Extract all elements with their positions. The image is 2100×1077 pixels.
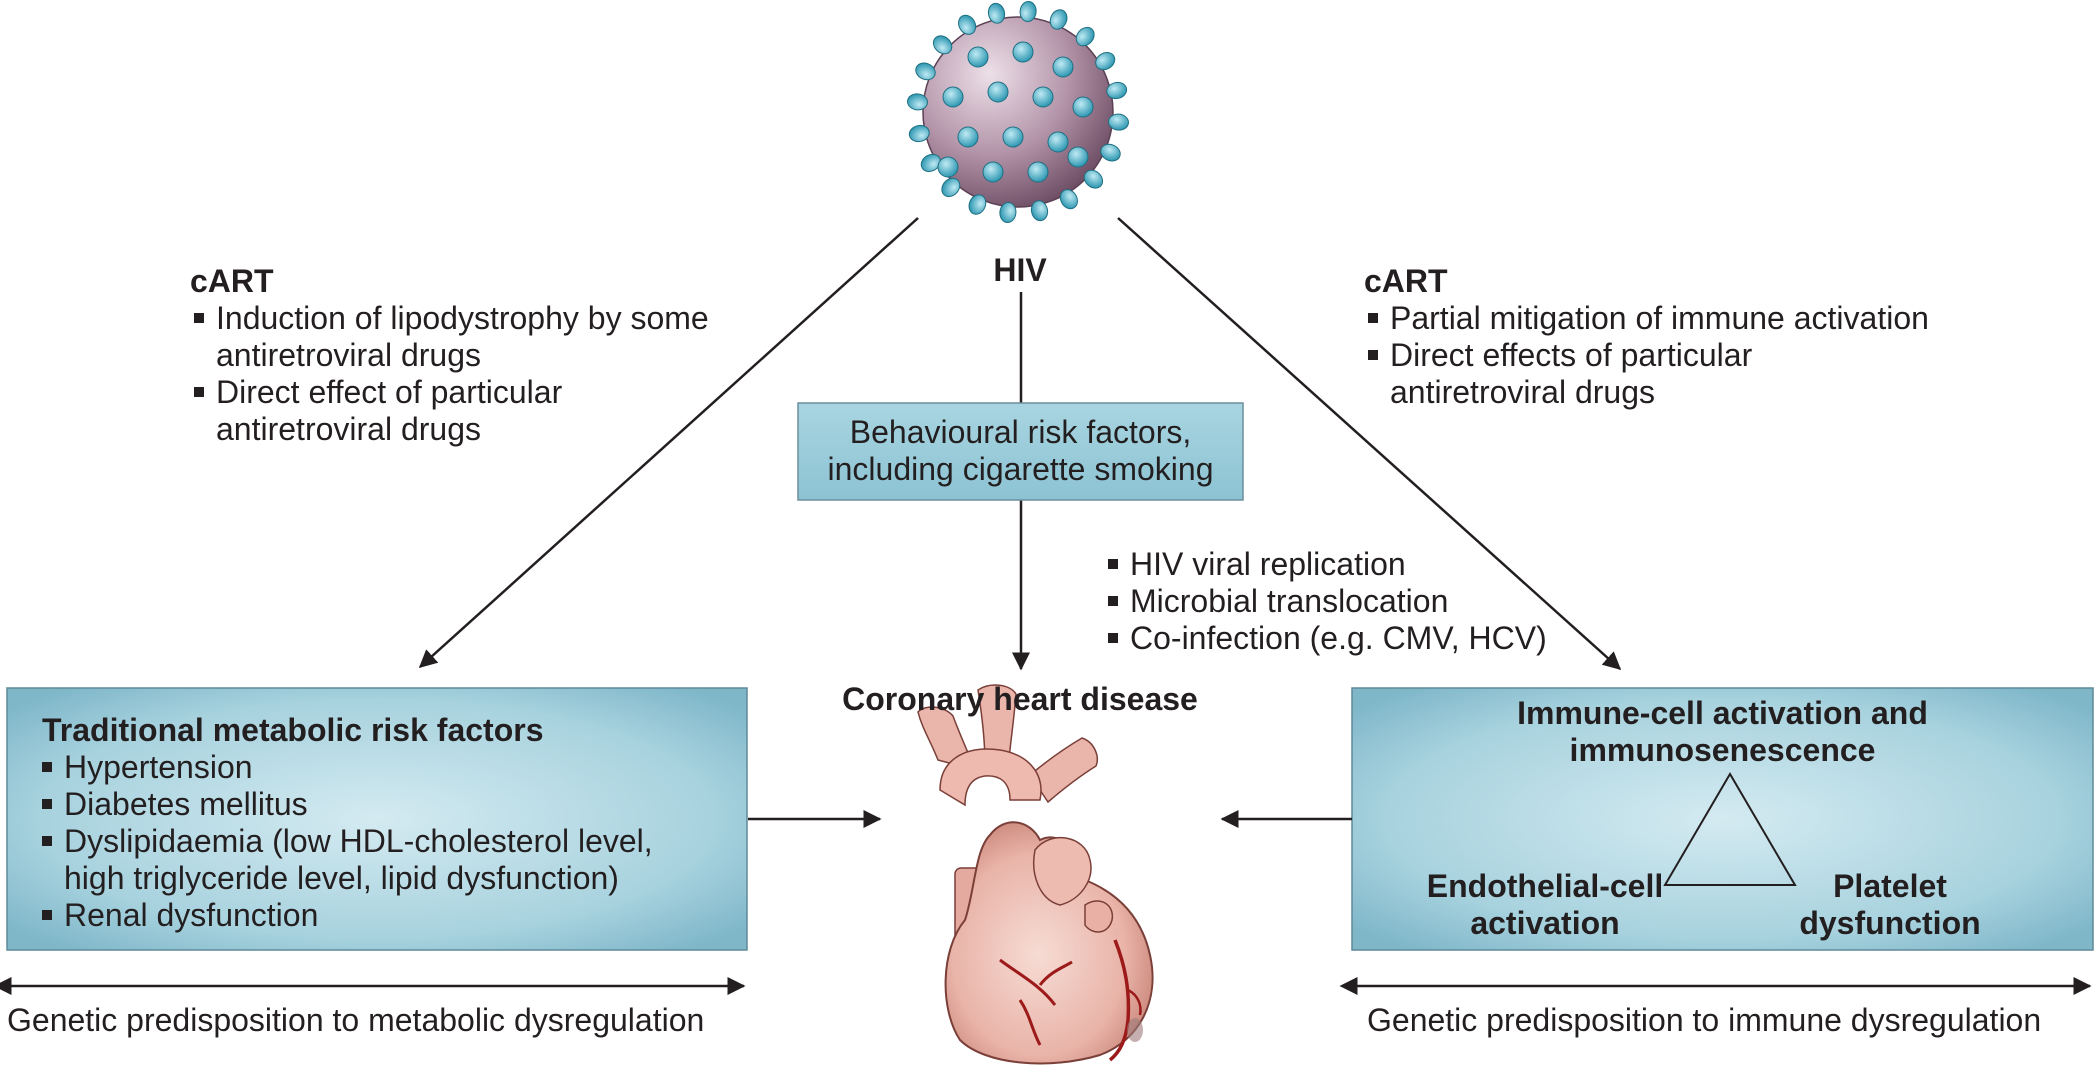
virion-spike bbox=[987, 81, 1009, 103]
virion-spike bbox=[1030, 200, 1049, 222]
genetic-immune-label: Genetic predisposition to immune dysregu… bbox=[1367, 1002, 2042, 1038]
right-cart-block: cART Partial mitigation of immune activa… bbox=[1364, 263, 1929, 411]
right-cart-list: Partial mitigation of immune activation … bbox=[1364, 300, 1929, 411]
metabolic-box-content: Traditional metabolic risk factors Hyper… bbox=[41, 712, 653, 934]
behavioural-box bbox=[797, 402, 1244, 501]
hiv-virion-icon bbox=[907, 1, 1129, 223]
virion-spike bbox=[968, 194, 987, 215]
virion-spike bbox=[957, 126, 979, 148]
virion-spike bbox=[1047, 131, 1069, 153]
virion-spike bbox=[958, 14, 977, 35]
virion-spike bbox=[915, 62, 936, 81]
arrow-hiv-to-immune bbox=[1117, 217, 1622, 671]
virion-spike bbox=[1002, 126, 1024, 148]
virion-spike bbox=[937, 156, 959, 178]
immune-box bbox=[1351, 687, 2094, 951]
immune-triangle bbox=[1663, 772, 1797, 886]
virion-spike bbox=[1059, 189, 1078, 210]
genetic-metabolic-label: Genetic predisposition to metabolic dysr… bbox=[7, 1002, 705, 1038]
virion-spike bbox=[1072, 96, 1094, 118]
virion-spike bbox=[1027, 161, 1049, 183]
list-item: Renal dysfunction bbox=[38, 897, 653, 934]
virion-spike bbox=[920, 153, 941, 172]
chd-label: Coronary heart disease bbox=[842, 681, 1198, 717]
virion-spike bbox=[1083, 169, 1104, 189]
virion-spike bbox=[1095, 52, 1116, 71]
list-item: Partial mitigation of immune activation bbox=[1364, 300, 1929, 337]
behavioural-box-label: Behavioural risk factors, including ciga… bbox=[827, 414, 1214, 487]
viral-factors-list: HIV viral replication Microbial transloc… bbox=[1104, 546, 1547, 657]
virion-spike bbox=[932, 35, 953, 55]
virion-spike bbox=[1108, 113, 1129, 131]
virion-spike bbox=[967, 46, 989, 68]
virion-spike bbox=[942, 86, 964, 108]
heart-icon bbox=[917, 684, 1154, 1065]
endothelial-label: Endothelial-cell activation bbox=[1426, 868, 1664, 941]
virion-spike bbox=[908, 124, 930, 143]
hiv-label: HIV bbox=[993, 252, 1047, 288]
metabolic-box bbox=[6, 687, 748, 951]
list-item: HIV viral replication bbox=[1104, 546, 1547, 583]
virion-spike bbox=[1052, 56, 1074, 78]
virion-spike bbox=[1067, 146, 1089, 168]
arrow-hiv-to-metabolic bbox=[418, 217, 919, 669]
list-item: Dyslipidaemia (low HDL-cholesterol level… bbox=[38, 823, 653, 897]
virion-spike bbox=[1019, 1, 1037, 22]
list-item: Diabetes mellitus bbox=[38, 786, 653, 823]
list-item: Co-infection (e.g. CMV, HCV) bbox=[1104, 620, 1547, 657]
virion-spike bbox=[1075, 26, 1095, 47]
virion-spike bbox=[1100, 143, 1121, 162]
virion-spike bbox=[941, 177, 961, 198]
right-cart-title: cART bbox=[1364, 263, 1448, 299]
virion-spike bbox=[1012, 41, 1034, 63]
immune-box-title: Immune-cell activation and immunosenesce… bbox=[1517, 695, 1928, 768]
virion-spike bbox=[987, 2, 1006, 24]
virion-spike bbox=[1049, 9, 1068, 30]
virion-spike bbox=[1032, 86, 1054, 108]
list-item: Microbial translocation bbox=[1104, 583, 1547, 620]
virion-spike bbox=[907, 93, 928, 111]
virion-spike bbox=[982, 161, 1004, 183]
virion-spike bbox=[1106, 81, 1128, 100]
metabolic-box-title: Traditional metabolic risk factors bbox=[42, 712, 544, 748]
virion-spike bbox=[999, 202, 1017, 223]
platelet-label: Platelet dysfunction bbox=[1799, 868, 1981, 941]
left-cart-title: cART bbox=[190, 263, 274, 299]
list-item: Hypertension bbox=[38, 749, 653, 786]
